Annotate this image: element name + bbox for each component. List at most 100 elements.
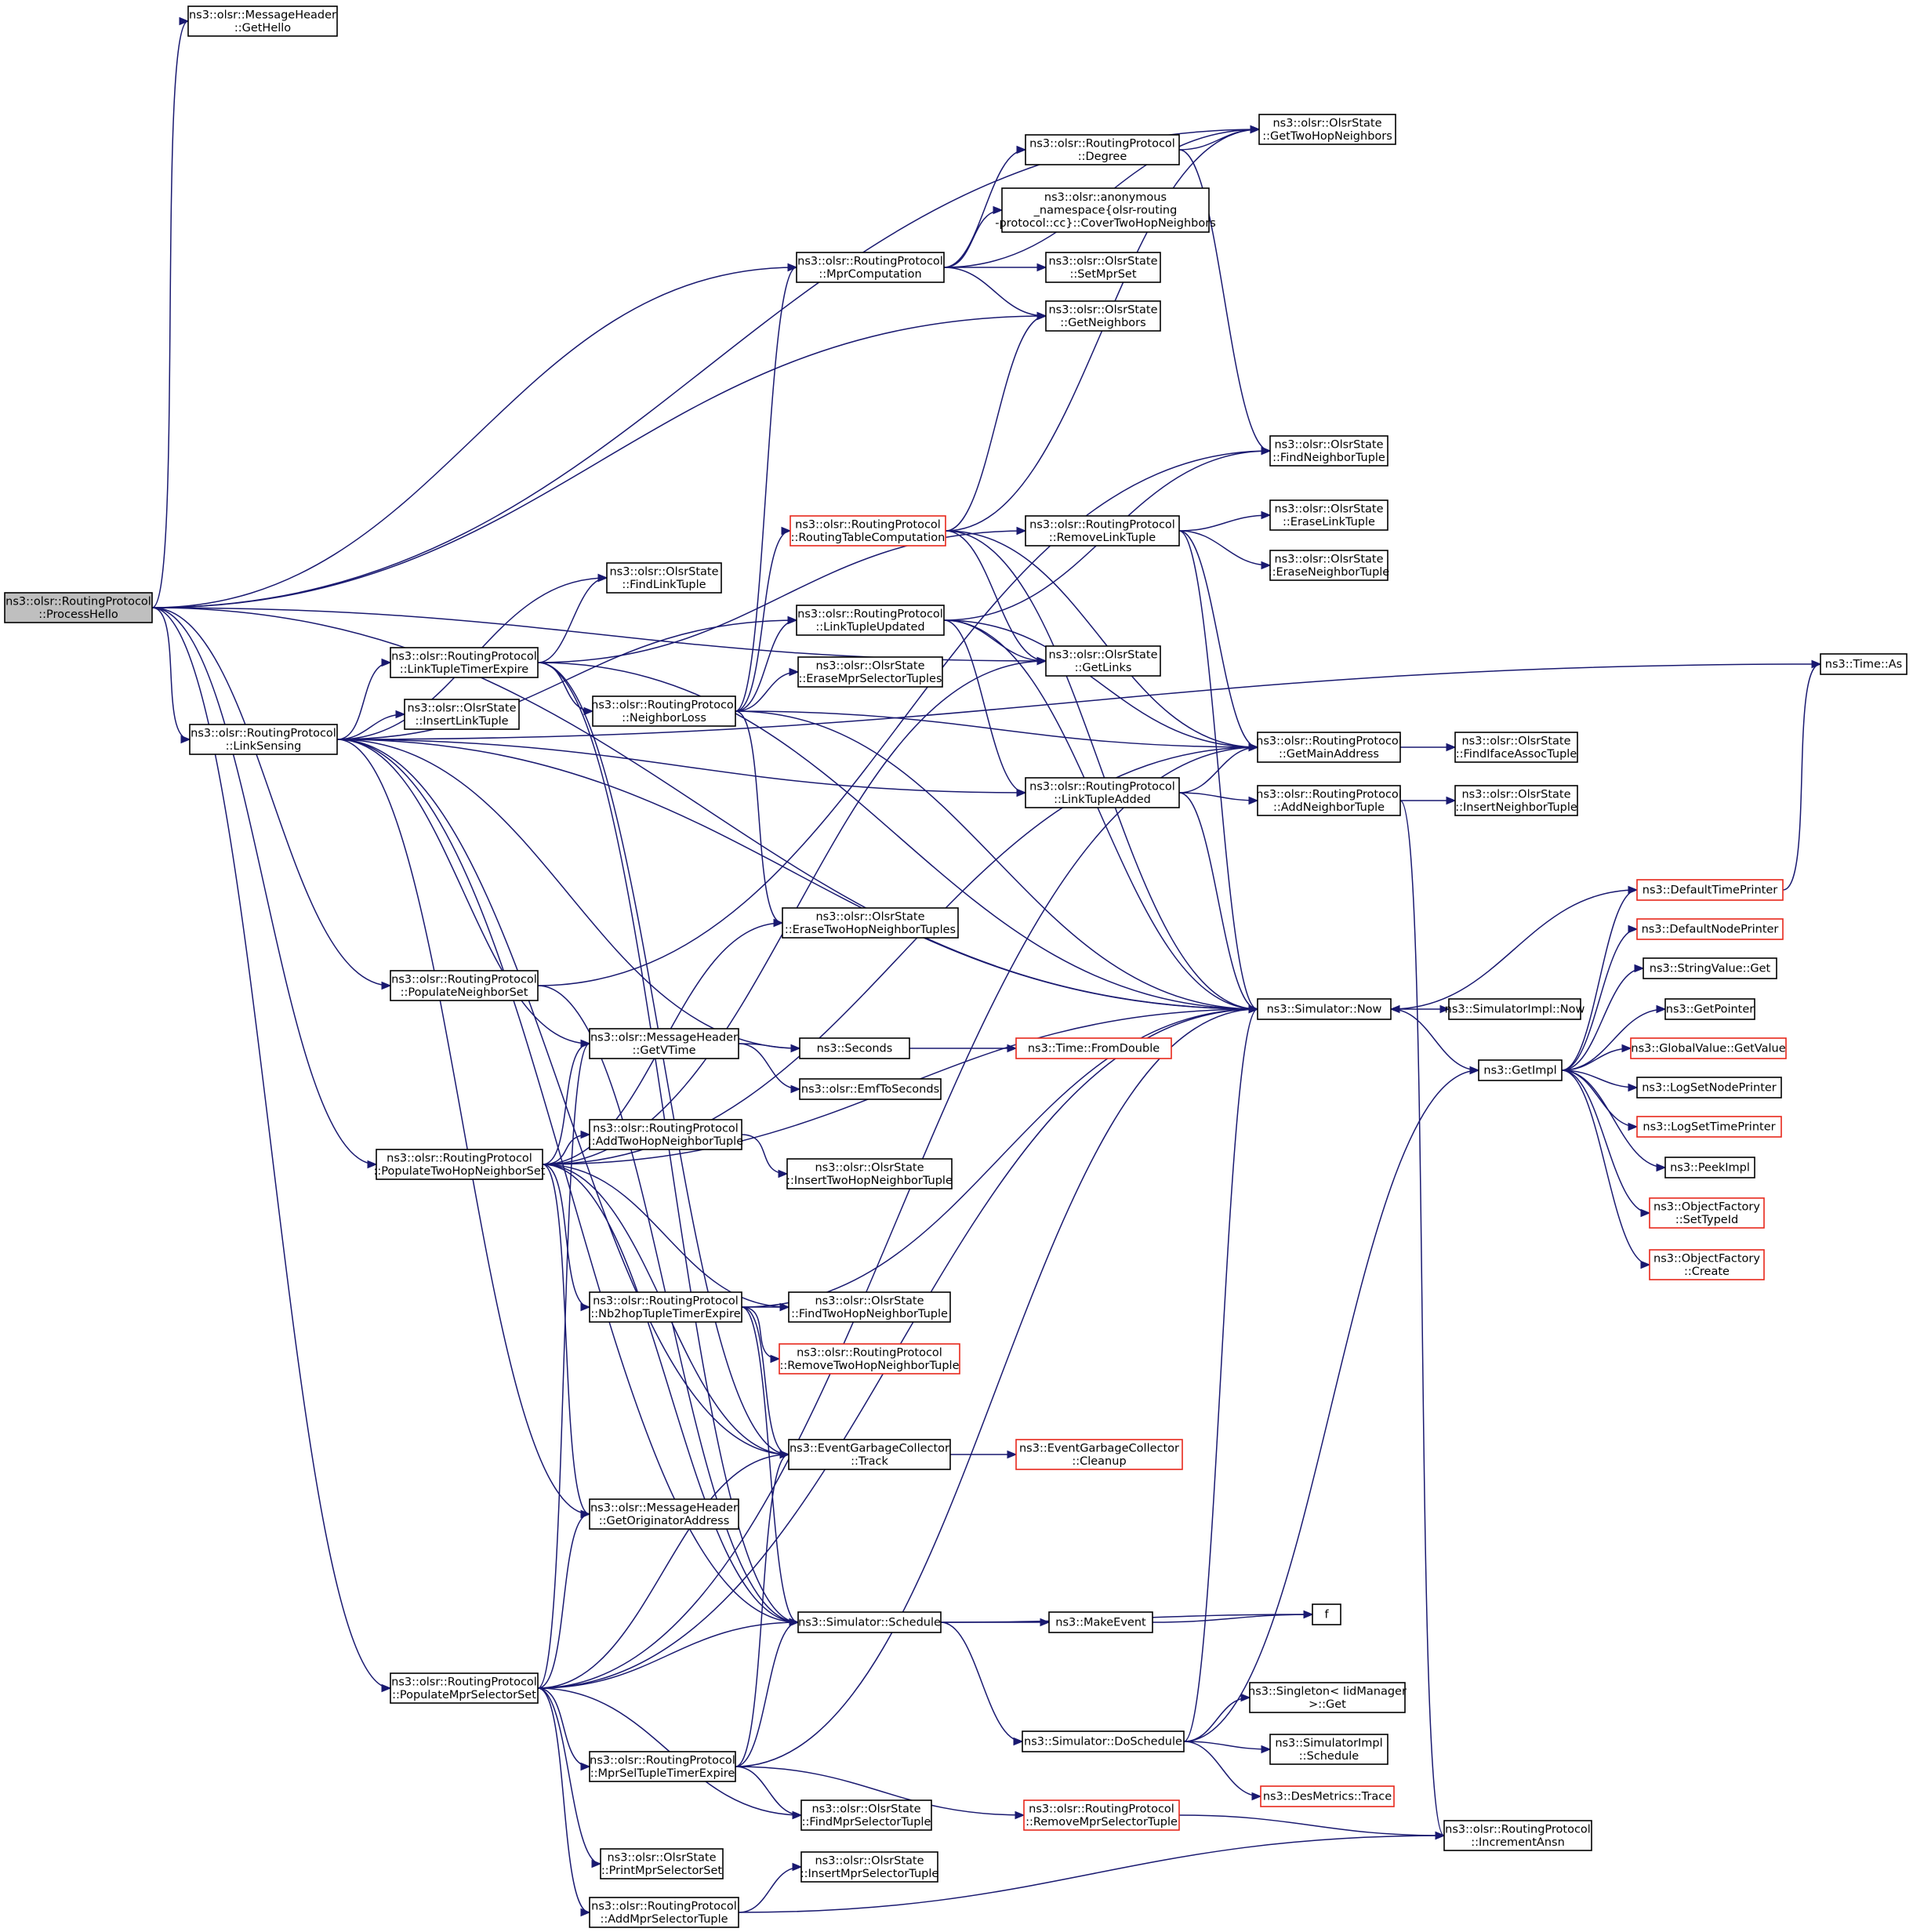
node-degree[interactable]: ns3::olsr::RoutingProtocol::Degree	[1025, 134, 1180, 165]
node-label: ::PopulateMprSelectorSet	[392, 1689, 536, 1701]
node-get-impl[interactable]: ns3::GetImpl	[1478, 1059, 1563, 1081]
node-add-two-hop-neighbor-tuple[interactable]: ns3::olsr::RoutingProtocol::AddTwoHopNei…	[588, 1119, 743, 1150]
node-set-type-id[interactable]: ns3::ObjectFactory::SetTypeId	[1649, 1197, 1765, 1229]
node-populate-mpr-selector-set[interactable]: ns3::olsr::RoutingProtocol::PopulateMprS…	[390, 1672, 539, 1704]
arrowhead	[1656, 1004, 1667, 1014]
node-get-pointer[interactable]: ns3::GetPointer	[1664, 998, 1755, 1020]
node-populate-two-hop-neighbor-set[interactable]: ns3::olsr::RoutingProtocol::PopulateTwoH…	[374, 1149, 546, 1180]
node-cleanup[interactable]: ns3::EventGarbageCollector::Cleanup	[1015, 1439, 1183, 1470]
node-string-value-get[interactable]: ns3::StringValue::Get	[1643, 957, 1777, 979]
node-box	[589, 1897, 739, 1928]
node-insert-two-hop-neighbor-tuple[interactable]: ns3::olsr::OlsrState::InsertTwoHopNeighb…	[786, 1158, 953, 1189]
node-nb2hop-tuple-timer-expire[interactable]: ns3::olsr::RoutingProtocol::Nb2hopTupleT…	[589, 1291, 742, 1323]
node-get-originator-address[interactable]: ns3::olsr::MessageHeader::GetOriginatorA…	[589, 1498, 739, 1530]
edge-layer	[151, 16, 1822, 1917]
node-make-event[interactable]: ns3::MakeEvent	[1048, 1611, 1153, 1633]
node-default-node-printer[interactable]: ns3::DefaultNodePrinter	[1636, 918, 1784, 940]
node-mpr-sel-tuple-timer-expire[interactable]: ns3::olsr::RoutingProtocol::MprSelTupleT…	[589, 1751, 736, 1782]
node-find-neighbor-tuple[interactable]: ns3::olsr::OlsrState::FindNeighborTuple	[1269, 435, 1388, 467]
node-label: ns3::Time::FromDouble	[1028, 1043, 1160, 1055]
node-simulator-impl-now[interactable]: ns3::SimulatorImpl::Now	[1445, 998, 1585, 1020]
node-get-vtime[interactable]: ns3::olsr::MessageHeader::GetVTime	[589, 1028, 739, 1059]
node-track[interactable]: ns3::EventGarbageCollector::Track	[788, 1439, 951, 1470]
node-log-set-time-printer[interactable]: ns3::LogSetTimePrinter	[1636, 1116, 1782, 1138]
node-find-link-tuple[interactable]: ns3::olsr::OlsrState::FindLinkTuple	[606, 562, 722, 594]
node-label: ns3::olsr::OlsrState	[1274, 503, 1383, 515]
node-box	[187, 5, 338, 37]
node-neighbor-loss[interactable]: ns3::olsr::RoutingProtocol::NeighborLoss	[591, 695, 737, 727]
node-f[interactable]: f	[1312, 1603, 1341, 1625]
call-edge-link-tuple-added-to-get-main-address	[1178, 746, 1258, 794]
call-edge-link-sensing-to-time-as	[336, 663, 1821, 740]
node-insert-mpr-selector-tuple[interactable]: ns3::olsr::OlsrState::InsertMprSelectorT…	[800, 1851, 939, 1883]
node-find-mpr-selector-tuple[interactable]: ns3::olsr::OlsrState::FindMprSelectorTup…	[800, 1799, 932, 1831]
arrowhead	[789, 667, 800, 677]
arrowhead	[580, 1130, 591, 1139]
node-box	[589, 1119, 742, 1150]
node-time-as[interactable]: ns3::Time::As	[1820, 653, 1908, 675]
node-simulator-impl-schedule[interactable]: ns3::SimulatorImpl::Schedule	[1269, 1734, 1388, 1765]
node-singleton-get[interactable]: ns3::Singleton< IidManager >::Get	[1248, 1682, 1407, 1713]
node-link-tuple-updated[interactable]: ns3::olsr::RoutingProtocol::LinkTupleUpd…	[796, 605, 945, 636]
node-object-factory-create[interactable]: ns3::ObjectFactory::Create	[1649, 1249, 1765, 1280]
node-get-two-hop-neighbors[interactable]: ns3::olsr::OlsrState::GetTwoHopNeighbors	[1258, 114, 1396, 145]
node-increment-ansn[interactable]: ns3::olsr::RoutingProtocol::IncrementAns…	[1443, 1820, 1592, 1851]
node-add-neighbor-tuple[interactable]: ns3::olsr::RoutingProtocol::AddNeighborT…	[1256, 785, 1402, 816]
node-link-sensing[interactable]: ns3::olsr::RoutingProtocol::LinkSensing	[189, 724, 338, 755]
call-edge-do-schedule-to-des-metrics-trace	[1183, 1741, 1261, 1797]
node-erase-link-tuple[interactable]: ns3::olsr::OlsrState::EraseLinkTuple	[1269, 499, 1388, 531]
arrowhead	[1016, 145, 1027, 154]
node-simulator-now[interactable]: ns3::Simulator::Now	[1257, 998, 1392, 1020]
call-edge-link-tuple-added-to-add-neighbor-tuple	[1178, 792, 1258, 801]
node-erase-two-hop-neighbor-tuples[interactable]: ns3::olsr::OlsrState::EraseTwoHopNeighbo…	[782, 907, 959, 939]
node-print-mpr-selector-set[interactable]: ns3::olsr::OlsrState::PrintMprSelectorSe…	[600, 1848, 724, 1879]
node-routing-table-computation[interactable]: ns3::olsr::RoutingProtocol::RoutingTable…	[790, 515, 946, 547]
node-add-mpr-selector-tuple[interactable]: ns3::olsr::RoutingProtocol::AddMprSelect…	[589, 1897, 739, 1928]
node-set-mpr-set[interactable]: ns3::olsr::OlsrState::SetMprSet	[1045, 252, 1161, 283]
node-insert-link-tuple[interactable]: ns3::olsr::OlsrState::InsertLinkTuple	[404, 699, 520, 730]
arrowhead	[1036, 263, 1047, 272]
node-remove-mpr-selector-tuple[interactable]: ns3::olsr::RoutingProtocol::RemoveMprSel…	[1023, 1799, 1180, 1831]
node-get-main-address[interactable]: ns3::olsr::RoutingProtocol::GetMainAddre…	[1256, 732, 1402, 763]
node-label: ns3::olsr::OlsrState	[1461, 735, 1570, 747]
node-get-neighbors[interactable]: ns3::olsr::OlsrState::GetNeighbors	[1045, 300, 1161, 332]
node-label: ::GetVTime	[632, 1044, 695, 1057]
node-mpr-computation[interactable]: ns3::olsr::RoutingProtocol::MprComputati…	[796, 252, 945, 283]
node-link-tuple-timer-expire[interactable]: ns3::olsr::RoutingProtocol::LinkTupleTim…	[390, 647, 539, 678]
call-edge-add-mpr-selector-tuple-to-increment-ansn	[738, 1835, 1445, 1913]
node-box	[796, 252, 945, 283]
node-erase-neighbor-tuple[interactable]: ns3::olsr::OlsrState::EraseNeighborTuple	[1269, 550, 1390, 581]
node-find-two-hop-neighbor-tuple[interactable]: ns3::olsr::OlsrState::FindTwoHopNeighbor…	[788, 1291, 951, 1323]
node-emf-to-seconds[interactable]: ns3::olsr::EmfToSeconds	[799, 1078, 942, 1100]
node-box	[600, 1848, 724, 1879]
node-des-metrics-trace[interactable]: ns3::DesMetrics::Trace	[1260, 1785, 1395, 1807]
node-global-value-get-value[interactable]: ns3::GlobalValue::GetValue	[1630, 1037, 1787, 1059]
node-insert-neighbor-tuple[interactable]: ns3::olsr::OlsrState::InsertNeighborTupl…	[1454, 785, 1578, 816]
node-populate-neighbor-set[interactable]: ns3::olsr::RoutingProtocol::PopulateNeig…	[390, 970, 539, 1001]
call-edge-nb2hop-tuple-timer-expire-to-simulator-schedule	[741, 1306, 799, 1623]
node-label: ns3::ObjectFactory	[1653, 1200, 1760, 1213]
node-do-schedule[interactable]: ns3::Simulator::DoSchedule	[1022, 1730, 1185, 1752]
node-erase-mpr-selector-tuples[interactable]: ns3::olsr::OlsrState::EraseMprSelectorTu…	[797, 656, 943, 688]
call-edge-process-hello-to-populate-two-hop-neighbor-set	[151, 607, 377, 1165]
node-from-double[interactable]: ns3::Time::FromDouble	[1015, 1037, 1172, 1059]
node-box	[1643, 957, 1777, 979]
node-peek-impl[interactable]: ns3::PeekImpl	[1664, 1157, 1755, 1178]
node-find-iface-assoc-tuple[interactable]: ns3::olsr::OlsrState::FindIfaceAssocTupl…	[1454, 732, 1578, 763]
node-get-links[interactable]: ns3::olsr::OlsrState::GetLinks	[1045, 645, 1161, 677]
node-box	[1258, 114, 1396, 145]
call-edge-get-impl-to-string-value-get	[1561, 968, 1644, 1071]
node-simulator-schedule[interactable]: ns3::Simulator::Schedule	[797, 1611, 942, 1633]
node-cover-two-hop[interactable]: ns3::olsr::anonymous_namespace{olsr-rout…	[995, 187, 1216, 233]
node-link-tuple-added[interactable]: ns3::olsr::RoutingProtocol::LinkTupleAdd…	[1025, 777, 1180, 808]
node-get-hello[interactable]: ns3::olsr::MessageHeader::GetHello	[187, 5, 338, 37]
node-label: ::RemoveLinkTuple	[1049, 532, 1156, 544]
call-edge-remove-link-tuple-to-erase-link-tuple	[1178, 514, 1271, 532]
node-remove-two-hop-neighbor-tuple[interactable]: ns3::olsr::RoutingProtocol::RemoveTwoHop…	[779, 1343, 960, 1375]
node-remove-link-tuple[interactable]: ns3::olsr::RoutingProtocol::RemoveLinkTu…	[1025, 515, 1180, 547]
node-process-hello[interactable]: ns3::olsr::RoutingProtocol::ProcessHello	[4, 592, 153, 623]
node-default-time-printer[interactable]: ns3::DefaultTimePrinter	[1636, 879, 1784, 901]
node-seconds[interactable]: ns3::Seconds	[799, 1037, 910, 1059]
node-log-set-node-printer[interactable]: ns3::LogSetNodePrinter	[1636, 1077, 1782, 1099]
arrowhead	[790, 1084, 801, 1094]
